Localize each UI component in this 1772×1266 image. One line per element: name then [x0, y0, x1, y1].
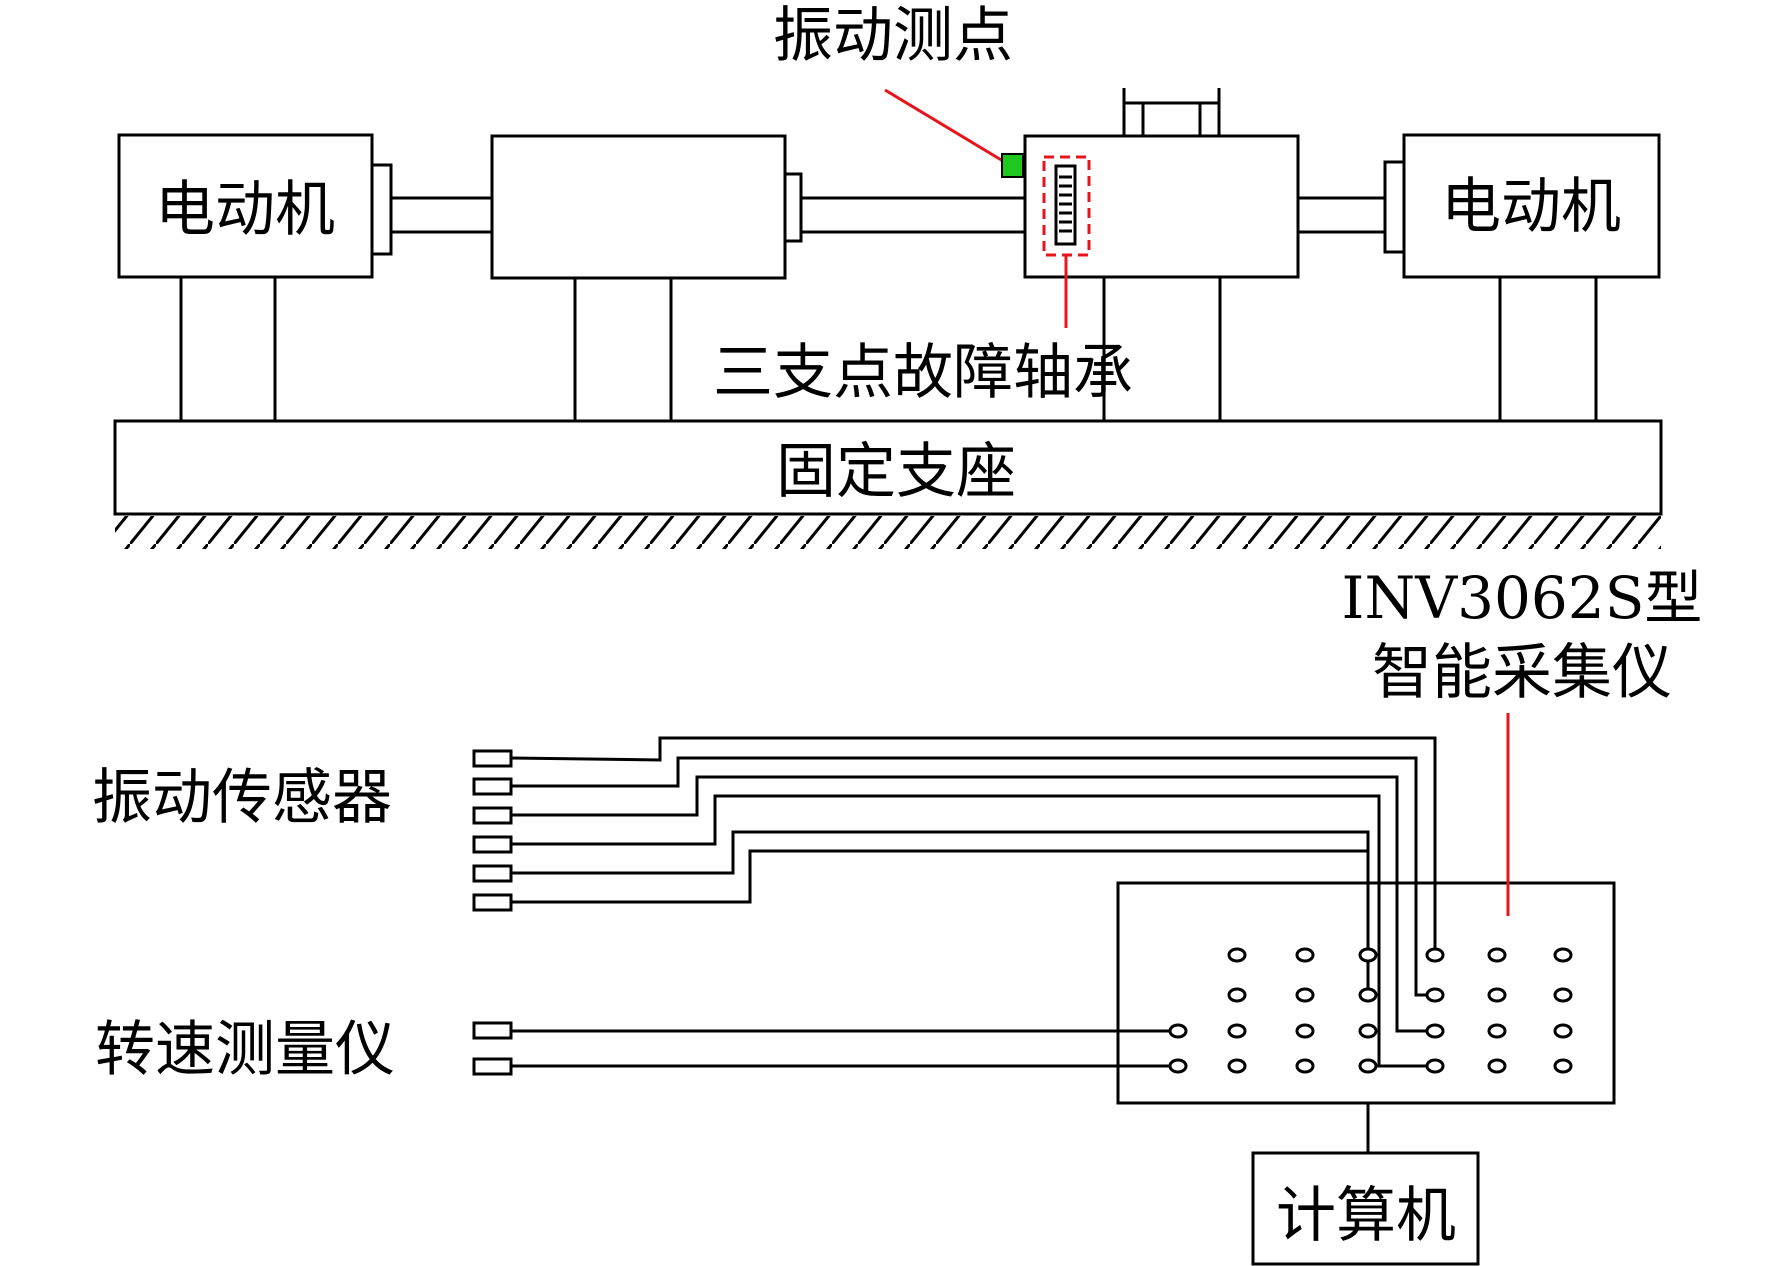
- computer-box: [1251, 1151, 1480, 1266]
- middle-block-flange: [783, 172, 803, 243]
- motor-right-flange: [1383, 160, 1406, 254]
- sensor-cable: [511, 775, 1435, 1033]
- speed-probe: [472, 1057, 513, 1076]
- speed-meter-label: 转速测量仪: [95, 1015, 395, 1085]
- vibration-point-sensor: [1001, 153, 1024, 178]
- sensor-cable: [511, 794, 1435, 1068]
- computer-label: 计算机: [1276, 1181, 1456, 1251]
- acquisition-instrument: [1116, 881, 1616, 1105]
- sensor-cable: [511, 756, 1435, 997]
- middle-block: [490, 134, 787, 280]
- instrument-model-label: INV3062S型: [1342, 564, 1703, 632]
- vibration-sensor: [472, 749, 513, 768]
- motor-left-flange: [370, 163, 393, 256]
- sensor-cable: [511, 830, 1370, 995]
- vibration-sensors-label: 振动传感器: [92, 763, 392, 833]
- instrument-name-label: 智能采集仪: [1372, 638, 1672, 708]
- speed-probe: [472, 1021, 513, 1040]
- vibration-sensor: [472, 777, 513, 796]
- ground-hatching: [115, 516, 1661, 549]
- fault-bearing-highlight: [1042, 155, 1091, 257]
- vibration-point-label: 振动测点: [773, 1, 1013, 71]
- motor-right-label: 电动机: [1441, 172, 1621, 242]
- bearing-element: [1054, 164, 1077, 246]
- vibration-sensor: [472, 835, 513, 854]
- fault-bearing-label: 三支点故障轴承: [713, 338, 1133, 408]
- vibration-sensor: [472, 806, 513, 825]
- fixed-base-label: 固定支座: [776, 437, 1016, 507]
- sensor-cable: [510, 736, 1437, 951]
- fixed-base: [113, 419, 1663, 516]
- vibration-sensor: [472, 893, 513, 912]
- sensor-cable: [511, 849, 1370, 951]
- instrument-ports: [1168, 947, 1573, 1074]
- motor-right: [1402, 133, 1661, 279]
- vibration-sensor: [472, 864, 513, 883]
- vibration-point-leader: [884, 88, 1004, 163]
- motor-left-label: 电动机: [155, 175, 335, 245]
- bearing-housing: [1023, 134, 1300, 279]
